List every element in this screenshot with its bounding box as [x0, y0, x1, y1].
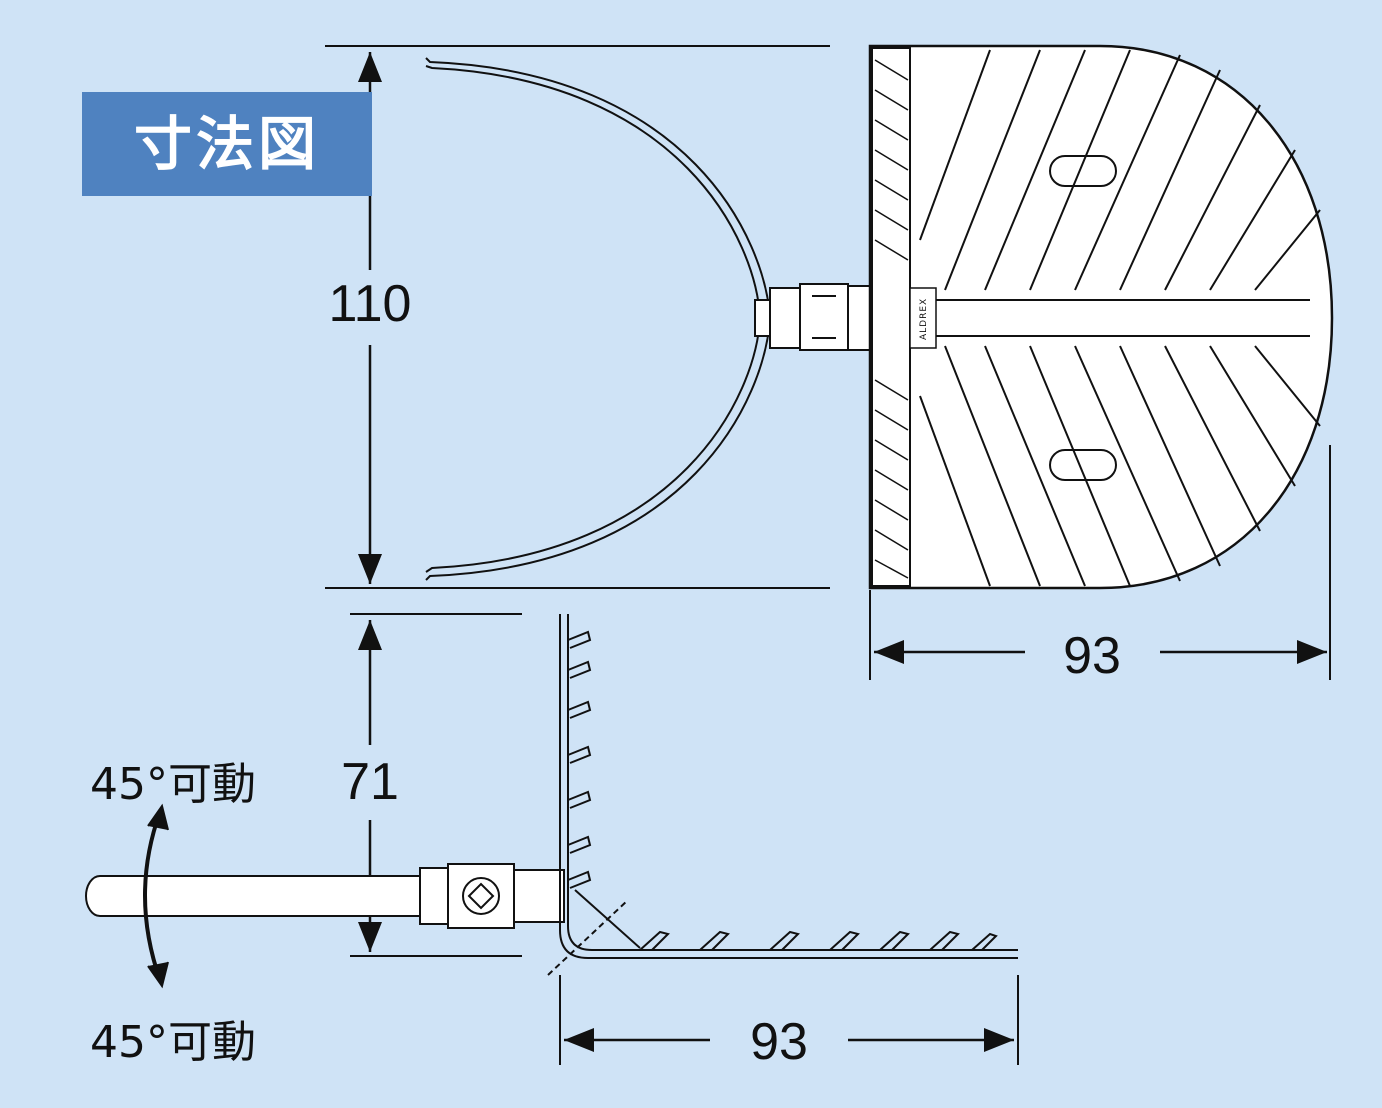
dim-label-71: 71: [330, 750, 410, 814]
rotation-note-lower: 45°可動: [90, 1017, 256, 1068]
title-banner: 寸法図: [82, 92, 372, 196]
side-view-rod: [85, 863, 565, 929]
top-view-curve: [425, 57, 772, 581]
rotation-note-upper: 45°可動: [90, 759, 256, 810]
top-view-grate: [868, 44, 1334, 590]
brand-mark: ALDREX: [919, 297, 929, 340]
top-extension-lines: [325, 45, 1331, 680]
rotation-arrow: [143, 803, 169, 989]
dim-label-93-top: 93: [1040, 624, 1144, 688]
side-extension-lines: [350, 613, 1019, 1065]
dim-label-110: 110: [315, 272, 425, 336]
side-view-grate: [547, 614, 1018, 976]
page-title: 寸法図: [133, 110, 320, 178]
dim-label-93-side: 93: [727, 1010, 831, 1074]
